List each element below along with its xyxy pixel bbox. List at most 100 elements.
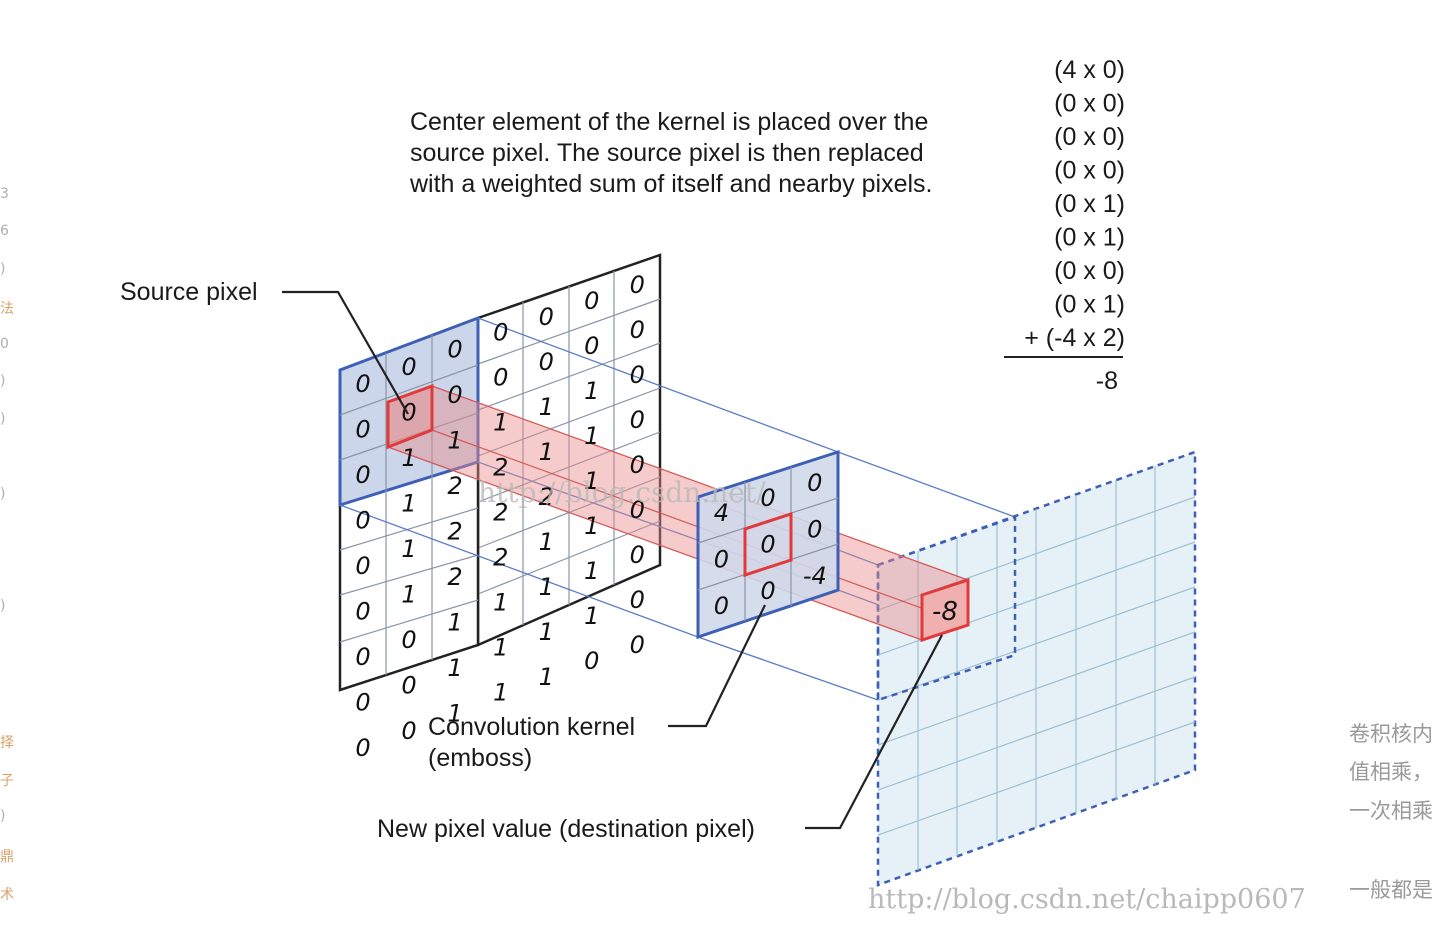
grid-cell-value: 2 <box>493 544 508 572</box>
grid-cell-value: 0 <box>493 319 508 347</box>
grid-cell-value: 1 <box>584 377 599 405</box>
grid-cell-value: 0 <box>630 631 645 659</box>
grid-cell-value: 4 <box>714 499 729 527</box>
grid-cell-value: 0 <box>760 577 775 605</box>
grid-cell-value: 1 <box>401 535 416 563</box>
grid-cell-value: 1 <box>493 634 508 662</box>
convolution-kernel-label: Convolution kernel <box>428 713 635 741</box>
margin-char: ) <box>0 373 6 389</box>
grid-cell-value: 1 <box>447 427 462 455</box>
computation-term: (0 x 0) <box>1054 257 1125 285</box>
grid-cell-value: 2 <box>493 454 508 482</box>
grid-cell-value: 0 <box>807 515 822 543</box>
grid-cell-value: 1 <box>447 700 462 728</box>
grid-cell-value: 0 <box>355 552 370 580</box>
source-pixel-label: Source pixel <box>120 278 258 306</box>
grid-cell-value: 0 <box>355 461 370 489</box>
grid-cell-value: 0 <box>539 348 554 376</box>
grid-cell-value: 0 <box>401 671 416 699</box>
computation-column: (4 x 0) (0 x 0) (0 x 0) (0 x 0) (0 x 1) (0 x … <box>1024 56 1125 352</box>
grid-cell-value: 0 <box>630 361 645 389</box>
grid-cell-value: 1 <box>447 609 462 637</box>
computation-term: (4 x 0) <box>1054 56 1125 84</box>
grid-cell-value: 0 <box>760 530 775 558</box>
grid-cell-value: 2 <box>447 472 462 500</box>
grid-cell-value: 2 <box>539 483 554 511</box>
margin-char: ) <box>0 411 6 427</box>
grid-cell-value: 0 <box>493 364 508 392</box>
grid-cell-value: 0 <box>355 598 370 626</box>
grid-cell-value: 1 <box>584 512 599 540</box>
grid-cell-value: 0 <box>355 507 370 535</box>
grid-cell-value: 0 <box>714 592 729 620</box>
grid-cell-value: 0 <box>630 451 645 479</box>
grid-cell-value: 0 <box>401 717 416 745</box>
margin-char: ) <box>0 598 6 614</box>
grid-cell-value: 1 <box>447 654 462 682</box>
grid-cell-value: 1 <box>539 573 554 601</box>
margin-char: 6 <box>0 223 9 239</box>
kernel-center-highlight <box>743 511 793 578</box>
grid-cell-value: 0 <box>630 496 645 524</box>
grid-cell-value: 0 <box>355 416 370 444</box>
grid-cell-value: 1 <box>401 580 416 608</box>
grid-cell-value: 0 <box>355 643 370 671</box>
grid-cell-value: 2 <box>493 499 508 527</box>
grid-cell-value: 1 <box>493 409 508 437</box>
computation-result: -8 <box>1096 367 1118 395</box>
grid-cell-value: 0 <box>401 626 416 654</box>
grid-cell-value: 1 <box>493 589 508 617</box>
destination-grid-lines <box>877 466 1196 870</box>
grid-cell-value: 0 <box>630 541 645 569</box>
grid-cell-value: 0 <box>584 287 599 315</box>
caption-line-1: Center element of the kernel is placed o… <box>410 108 928 136</box>
grid-cell-value: 0 <box>714 545 729 573</box>
margin-char: 法 <box>0 301 14 317</box>
grid-cell-value: 0 <box>630 586 645 614</box>
grid-cell-value: 1 <box>539 393 554 421</box>
grid-cell-value: 1 <box>493 679 508 707</box>
grid-cell-value: 0 <box>355 734 370 762</box>
kernel-type-label: (emboss) <box>428 744 532 772</box>
grid-cell-value: 1 <box>584 602 599 630</box>
grid-cell-value: 1 <box>401 444 416 472</box>
grid-cell-value: 1 <box>539 618 554 646</box>
side-text-2: 值相乘， <box>1349 760 1433 784</box>
computation-term: + (-4 x 2) <box>1024 324 1125 352</box>
computation-term: (0 x 0) <box>1054 90 1125 118</box>
grid-cell-value: 1 <box>584 467 599 495</box>
margin-char: ) <box>0 486 6 502</box>
grid-cell-value: 0 <box>539 303 554 331</box>
grid-cell-value: 0 <box>401 398 416 426</box>
margin-char: 子 <box>0 773 14 789</box>
grid-cell-value: 0 <box>584 647 599 675</box>
footer-watermark: http://blog.csdn.net/chaipp0607 <box>868 884 1306 915</box>
destination-pixel-label: New pixel value (destination pixel) <box>377 815 755 843</box>
grid-cell-value: 0 <box>447 381 462 409</box>
margin-char: 0 <box>0 336 9 352</box>
grid-cell-value: 1 <box>539 528 554 556</box>
grid-cell-value: 0 <box>760 484 775 512</box>
grid-cell-value: 2 <box>447 563 462 591</box>
margin-char: 3 <box>0 186 9 202</box>
side-text-3: 一次相乘 <box>1349 799 1433 823</box>
grid-cell-value: 0 <box>447 336 462 364</box>
computation-term: (0 x 0) <box>1054 123 1125 151</box>
side-text-1: 卷积核内 <box>1349 722 1433 746</box>
grid-cell-value: 0 <box>401 353 416 381</box>
grid-cell-value: 1 <box>401 489 416 517</box>
grid-cell-value: 2 <box>447 518 462 546</box>
grid-cell-value: 0 <box>630 406 645 434</box>
computation-term: (0 x 1) <box>1054 291 1125 319</box>
source-cell-values: 0 0 0 0 0 0 0 0 0 0 0 0 0 0 0 1 1 1 1 1 0 0 1 2 2 1 1 0 0 1 2 2 2 1 0 0 1 2 2 1… <box>355 271 645 762</box>
caption-line-3: with a weighted sum of itself and nearby… <box>409 170 933 198</box>
margin-char: 鼎 <box>0 849 14 865</box>
grid-cell-value: 1 <box>584 557 599 585</box>
computation-term: (0 x 0) <box>1054 157 1125 185</box>
destination-pixel-value: -8 <box>932 597 958 627</box>
grid-cell-value: 1 <box>539 663 554 691</box>
grid-cell-value: 0 <box>630 316 645 344</box>
computation-term: (0 x 1) <box>1054 224 1125 252</box>
computation-term: (0 x 1) <box>1054 190 1125 218</box>
